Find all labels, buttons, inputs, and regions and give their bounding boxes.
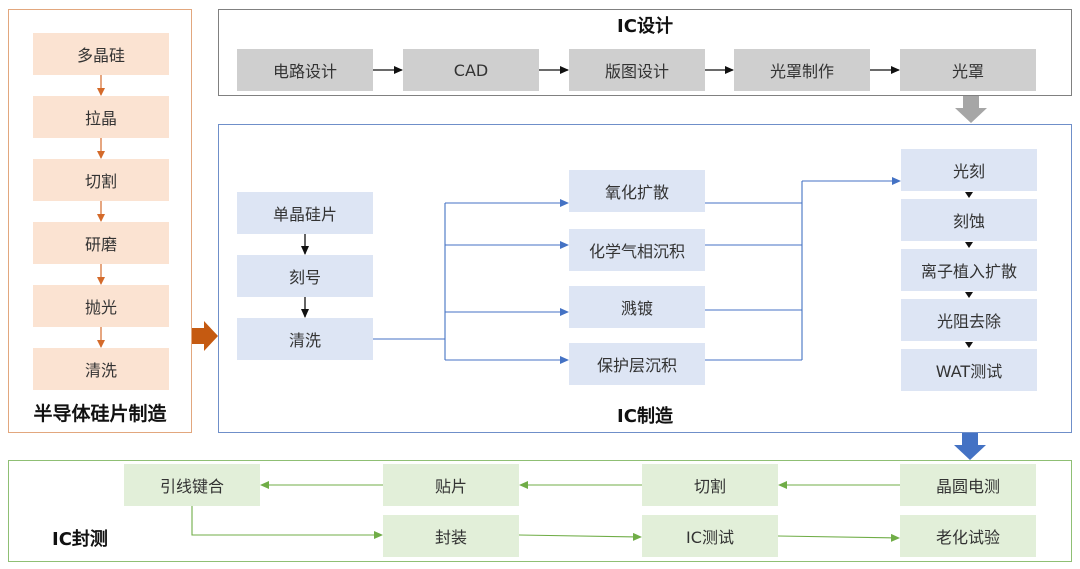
wafer-step-slicing: 切割 [33, 159, 169, 201]
mfg-step-cvd: 化学气相沉积 [569, 229, 705, 271]
design-step-cad: CAD [403, 49, 539, 91]
wafer-step-polysilicon: 多晶硅 [33, 33, 169, 75]
design-step-layout-design: 版图设计 [569, 49, 705, 91]
ic-packaging-title: IC封测 [52, 529, 108, 550]
mfg-step-lithography: 光刻 [901, 149, 1037, 191]
mfg-litho-arrows [965, 192, 973, 348]
pkg-step-wafer-probe: 晶圆电测 [900, 464, 1036, 506]
pkg-step-packaging: 封装 [383, 515, 519, 557]
mfg-step-single-crystal-wafer: 单晶硅片 [237, 192, 373, 234]
mfg-step-passivation-deposition: 保护层沉积 [569, 343, 705, 385]
mfg-fanout-connectors [373, 199, 569, 364]
wafer-step-cleaning: 清洗 [33, 348, 169, 390]
pkg-bottom-row-arrows [191, 506, 900, 542]
mfg-step-sputtering: 溅镀 [569, 286, 705, 328]
design-step-circuit-design: 电路设计 [237, 49, 373, 91]
mfg-fanin-connectors [705, 177, 901, 361]
manufacturing-to-packaging-arrow [954, 433, 986, 460]
pkg-step-burn-in: 老化试验 [900, 515, 1036, 557]
mfg-step-marking: 刻号 [237, 255, 373, 297]
pkg-step-dicing: 切割 [642, 464, 778, 506]
mfg-step-oxidation-diffusion: 氧化扩散 [569, 170, 705, 212]
wafer-step-grinding: 研磨 [33, 222, 169, 264]
design-to-manufacturing-arrow [955, 96, 987, 123]
wafer-to-manufacturing-arrow [192, 321, 218, 351]
pkg-step-ic-test: IC测试 [642, 515, 778, 557]
mfg-step-etching: 刻蚀 [901, 199, 1037, 241]
pkg-step-die-attach: 贴片 [383, 464, 519, 506]
ic-manufacturing-title: IC制造 [617, 406, 673, 427]
design-step-photomask: 光罩 [900, 49, 1036, 91]
wafer-step-crystal-pulling: 拉晶 [33, 96, 169, 138]
mfg-step-photoresist-removal: 光阻去除 [901, 299, 1037, 341]
wafer-manufacturing-title: 半导体硅片制造 [33, 403, 167, 425]
wafer-step-polishing: 抛光 [33, 285, 169, 327]
mfg-step-ion-implantation: 离子植入扩散 [901, 249, 1037, 291]
mfg-step-cleaning: 清洗 [237, 318, 373, 360]
mfg-step-wat-test: WAT测试 [901, 349, 1037, 391]
design-step-mask-making: 光罩制作 [734, 49, 870, 91]
ic-design-title: IC设计 [617, 16, 673, 37]
pkg-step-wire-bonding: 引线键合 [124, 464, 260, 506]
